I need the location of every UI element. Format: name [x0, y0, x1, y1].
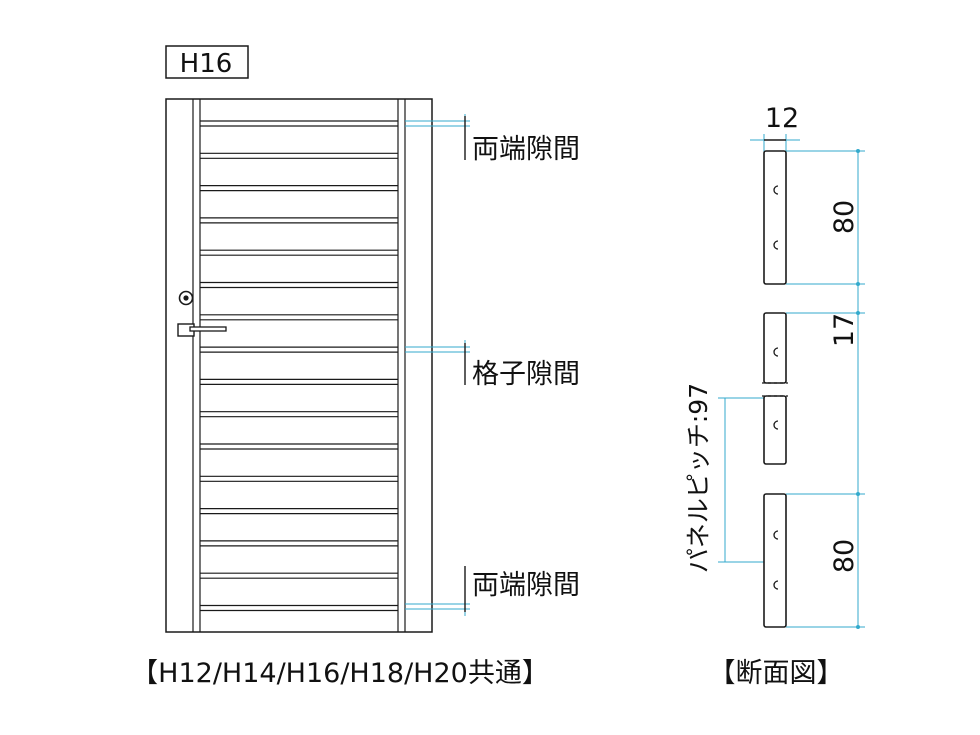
- slat-profile: [763, 150, 787, 285]
- width-dimension: [750, 134, 800, 152]
- slat-profile: [763, 312, 787, 384]
- profile-hook-mark: [773, 530, 779, 540]
- gate-outer-frame: [165, 98, 433, 633]
- handle-lever: [189, 326, 227, 332]
- model-tag-text: H16: [180, 49, 233, 79]
- section-drawing: 12 80 17 80 パネルピッチ:97: [684, 103, 865, 629]
- slat-gap-label: 格子隙間: [472, 359, 580, 390]
- profile-hook-mark: [773, 240, 779, 250]
- panel-pitch-label: パネルピッチ:97: [684, 383, 713, 573]
- height-dimensions: [786, 150, 865, 628]
- profile-hook-mark: [773, 420, 779, 430]
- panel-height-bottom-label: 80: [829, 539, 860, 573]
- panel-height-top-label: 80: [829, 200, 860, 234]
- model-tag: H16: [165, 45, 249, 79]
- pitch-dimension: [718, 397, 766, 563]
- lock-and-handle: [177, 290, 227, 337]
- gap-leaders: [405, 114, 470, 616]
- gap-height-label: 17: [829, 313, 860, 347]
- slat-profile: [763, 395, 787, 465]
- caption-right: 【断面図】: [709, 658, 844, 689]
- profile-hook-mark: [773, 347, 779, 357]
- slat-profile: [763, 493, 787, 628]
- end-gap-label-bottom: 両端隙間: [472, 570, 580, 601]
- caption-left: 【H12/H14/H16/H18/H20共通】: [131, 658, 549, 689]
- height-dimension-dots: [856, 149, 860, 629]
- slat-profile-group: [762, 150, 788, 628]
- keyhole-icon-inner: [183, 295, 189, 301]
- profile-hook-mark: [773, 580, 779, 590]
- profile-hook-mark: [773, 185, 779, 195]
- width-dimension-label: 12: [765, 103, 799, 134]
- end-gap-label-top: 両端隙間: [472, 134, 580, 165]
- slat-group: [200, 120, 398, 612]
- gate-elevation: [165, 98, 433, 633]
